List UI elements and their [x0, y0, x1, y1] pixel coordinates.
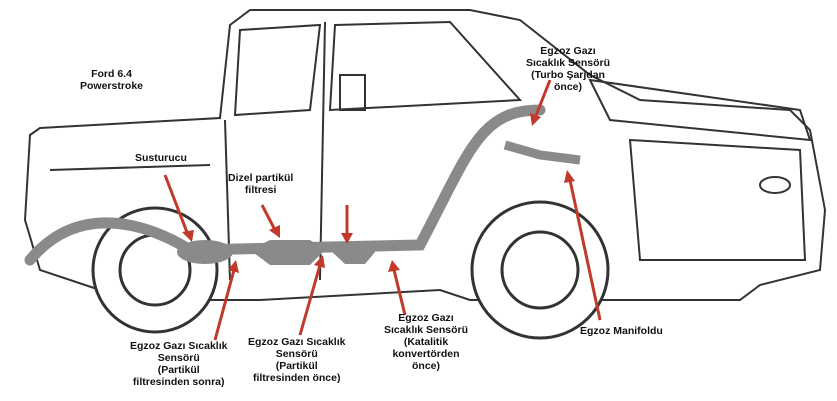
wheels	[91, 200, 610, 340]
label-muffler: Susturucu	[135, 152, 187, 164]
label-line: Egzoz Gazı	[540, 45, 596, 57]
label-line: filtresinden önce)	[252, 372, 341, 384]
muffler	[177, 240, 233, 264]
label-turbo-sensor: Egzoz Gazı Sıcaklık Sensörü (Turbo Şarjd…	[526, 45, 610, 93]
arrows	[163, 79, 602, 341]
label-line: Susturucu	[135, 152, 187, 164]
vehicle-title: Ford 6.4 Powerstroke	[80, 68, 143, 92]
label-line: Sensörü	[157, 352, 200, 364]
label-line: Egzoz Manifoldu	[580, 325, 663, 337]
title-line: Ford 6.4	[91, 68, 132, 80]
catalytic-converter	[330, 242, 375, 264]
label-sensor-before-dpf: Egzoz Gazı Sıcaklık Sensörü (Partikül fi…	[248, 336, 345, 384]
label-line: Egzoz Gazı	[398, 312, 454, 324]
label-line: Egzoz Gazı Sıcaklık	[130, 340, 228, 352]
label-line: (Turbo Şarjdan	[531, 69, 605, 81]
label-sensor-after-dpf: Egzoz Gazı Sıcaklık Sensörü (Partikül fi…	[130, 340, 227, 388]
exhaust-manifold	[503, 140, 581, 165]
label-line: (Partikül	[157, 364, 200, 376]
label-line: konvertörden	[392, 348, 460, 360]
label-manifold: Egzoz Manifoldu	[580, 325, 663, 337]
label-line: Sıcaklık Sensörü	[384, 324, 469, 336]
label-line: Egzoz Gazı Sıcaklık	[248, 336, 346, 348]
label-line: Sıcaklık Sensörü	[526, 57, 611, 69]
label-line: filtresi	[244, 184, 277, 196]
label-line: önce)	[412, 360, 441, 372]
diesel-particulate-filter	[250, 240, 325, 265]
label-line: (Katalitik	[403, 336, 449, 348]
label-line: Sensörü	[275, 348, 318, 360]
label-dpf: Dizel partikül filtresi	[228, 172, 293, 196]
label-line: Dizel partikül	[228, 172, 294, 184]
title-line: Powerstroke	[80, 80, 144, 92]
exhaust-system	[24, 104, 581, 266]
label-line: önce)	[554, 81, 583, 93]
label-line: (Partikül	[275, 360, 318, 372]
label-line: filtresinden sonra)	[132, 376, 225, 388]
label-sensor-before-cat: Egzoz Gazı Sıcaklık Sensörü (Katalitik k…	[384, 312, 468, 372]
